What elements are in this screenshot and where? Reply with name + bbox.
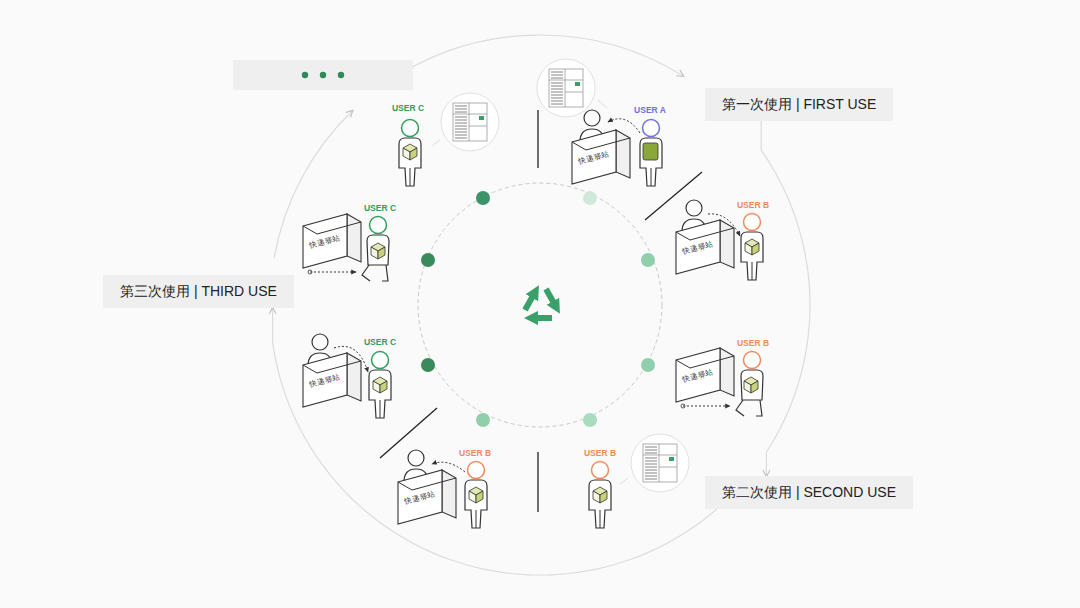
inner-ring: [418, 183, 662, 427]
user-figure: [736, 352, 763, 417]
recycle-icon: [525, 289, 555, 318]
ring-dots: [421, 191, 655, 427]
user-label: USER B: [584, 449, 616, 458]
user-label: USER A: [634, 106, 666, 115]
shelf-bubble: [441, 93, 499, 151]
user-figure: [399, 120, 421, 187]
user-label: USER C: [364, 338, 396, 347]
station-counter: [303, 214, 361, 268]
user-figure: [589, 462, 611, 529]
user-label: USER C: [392, 104, 424, 113]
station-counter: [572, 130, 630, 184]
divider: [380, 110, 702, 512]
station-counter: [676, 348, 734, 402]
user-figure: [741, 214, 763, 281]
parcel: [593, 487, 607, 503]
parcel: [469, 487, 483, 503]
user-figure: [465, 462, 487, 529]
station-counter: [676, 220, 734, 274]
stage-label-box: 第二次使用 | SECOND USE: [705, 476, 913, 509]
handover-arrow: [310, 119, 740, 472]
parcel: [371, 243, 385, 259]
station-counter: [303, 353, 361, 407]
counter-sign: 快递驿站: [309, 373, 342, 389]
user-label: USER B: [737, 339, 769, 348]
shelf-bubble: [631, 434, 689, 492]
stage-label-box: 第三次使用 | THIRD USE: [103, 275, 294, 308]
cycle-arc: [389, 35, 683, 81]
counter-sign: 快递驿站: [404, 490, 437, 506]
stage-label: 第三次使用 | THIRD USE: [120, 283, 277, 300]
cycle-arrow: [273, 308, 721, 575]
station-counter: [398, 470, 456, 524]
user-figure: [640, 120, 662, 187]
user-label: USER C: [364, 204, 396, 213]
counter-sign: 快递驿站: [682, 368, 715, 384]
stage-label-box: 第一次使用 | FIRST USE: [705, 88, 893, 121]
bag: [643, 143, 658, 160]
counter-sign: 快递驿站: [578, 150, 611, 166]
dot: [338, 72, 344, 78]
user-label: USER B: [737, 201, 769, 210]
dot: [302, 72, 308, 78]
user-figure: [362, 217, 389, 282]
counter-sign: 快递驿站: [682, 240, 715, 256]
shelf-bubble: [537, 59, 595, 117]
counter-sign: 快递驿站: [309, 234, 342, 250]
parcel: [744, 377, 758, 393]
user-label: USER B: [459, 449, 491, 458]
parcel: [373, 377, 387, 393]
stage-label: 第二次使用 | SECOND USE: [722, 484, 896, 501]
dot: [320, 72, 326, 78]
stage-label: 第一次使用 | FIRST USE: [722, 96, 876, 113]
parcel: [403, 144, 417, 160]
cycle-arrow: [761, 121, 810, 476]
more-box: [233, 60, 413, 90]
user-figure: [369, 352, 391, 419]
parcel: [745, 239, 759, 255]
